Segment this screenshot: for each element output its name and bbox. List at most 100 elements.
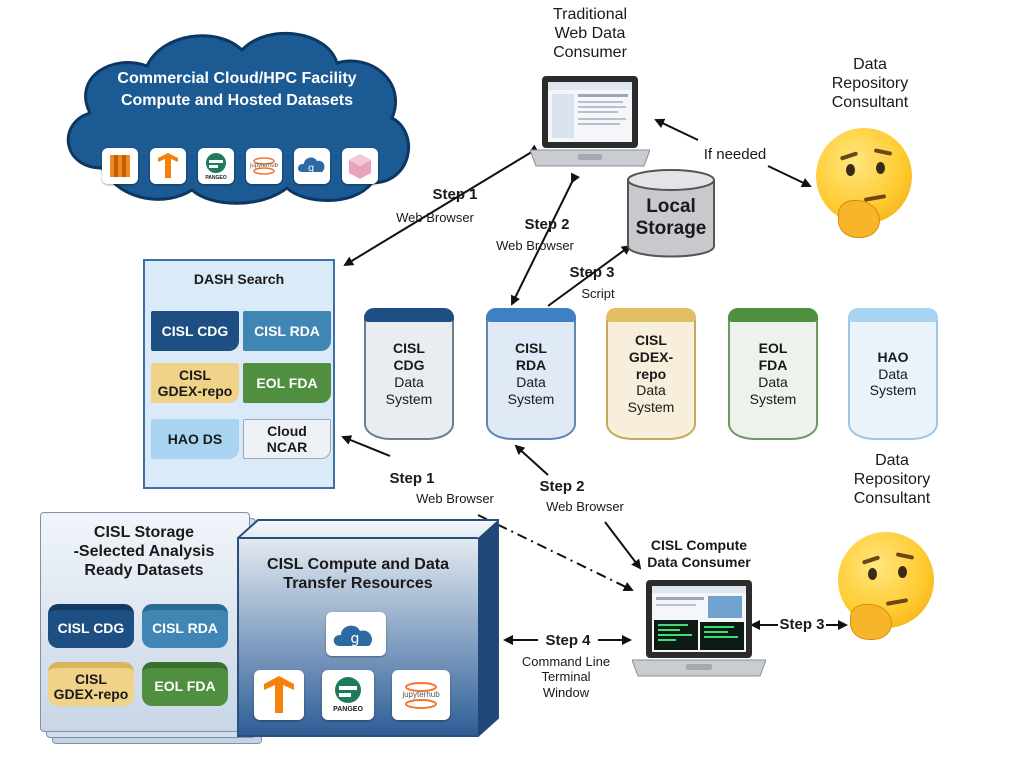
rda-line1: CISL <box>515 340 547 357</box>
dash-item-cloud-ncar[interactable]: Cloud NCAR <box>243 419 331 459</box>
jupyterhub-tile-icon: jupyterhub <box>246 148 282 184</box>
dash-item-cisl-rda[interactable]: CISL RDA <box>243 311 331 351</box>
hao-ds-line1: HAO <box>877 348 909 365</box>
step2-top-label: Step 2 <box>524 216 570 233</box>
storage-gdex: CISL GDEX-repo <box>48 662 134 706</box>
step2-top-sub: Web Browser <box>496 238 574 253</box>
local-storage: Local Storage <box>626 168 716 260</box>
cdg-line4: System <box>385 390 433 407</box>
rda-line4: System <box>507 390 555 407</box>
storage-eol-label: EOL FDA <box>154 678 216 695</box>
eol-ds-line4: System <box>749 390 797 407</box>
arrow-if-needed-left <box>654 118 699 141</box>
gdex-ds-line4: Data <box>636 382 666 399</box>
cloud-title-line2: Compute and Hosted Datasets <box>120 92 354 110</box>
compute-title: CISL Compute and Data Transfer Resources <box>240 556 476 594</box>
storage-cdg-label: CISL CDG <box>57 620 125 637</box>
compute-consumer-laptop <box>631 578 767 692</box>
thinking-face-icon-bottom <box>838 532 938 642</box>
gdex-ds-line2: GDEX- <box>628 348 674 365</box>
pangeo-icon: PANGEO <box>322 670 374 720</box>
svg-text:g: g <box>308 163 314 174</box>
dash-item-cisl-rda-label: CISL RDA <box>254 322 320 339</box>
storage-title-line1: CISL Storage <box>93 524 195 541</box>
gdex-ds-line1: CISL <box>635 332 667 348</box>
step3-top-sub: Script <box>581 286 615 301</box>
laptop-icon <box>529 76 651 167</box>
step4-line2: Terminal <box>541 669 591 685</box>
step2-mid-label: Step 2 <box>539 478 585 495</box>
rda-line2: RDA <box>515 357 547 374</box>
web-consumer-label: Traditional Web Data Consumer <box>535 6 645 63</box>
step4-line1: Command Line <box>521 654 611 669</box>
consultant-top-line1: Data <box>853 56 887 73</box>
pangeo-tile-icon: PANGEO <box>198 148 234 184</box>
storage-gdex-line1: CISL <box>75 670 107 687</box>
arrow-if-needed-right <box>767 165 812 188</box>
dash-item-hao-ds[interactable]: HAO DS <box>151 419 239 459</box>
pangeo-tile-label: PANGEO <box>205 175 227 181</box>
jupyterhub-label: jupyterhub <box>402 690 440 699</box>
step1-mid-sub: Web Browser <box>416 491 494 506</box>
step1-top-label: Step 1 <box>432 186 478 203</box>
cdg-line3: Data <box>394 374 424 390</box>
data-system-cisl-rda: CISL RDA Data System <box>486 308 576 440</box>
consultant-bottom-line1: Data <box>875 452 909 469</box>
local-storage-line1: Local <box>646 196 696 217</box>
consultant-bottom-label: Data Repository Consultant <box>840 452 944 509</box>
cdg-line1: CISL <box>393 340 425 357</box>
rda-line3: Data <box>516 374 546 390</box>
web-consumer-line3: Consumer <box>553 43 627 61</box>
eol-ds-line1: EOL <box>758 340 788 357</box>
step4-sub: Command Line Terminal Window <box>506 654 626 700</box>
if-needed-label: If needed <box>703 146 767 163</box>
step1-top-sub: Web Browser <box>396 210 474 225</box>
arrow-step2-mid-top <box>514 444 549 476</box>
storage-gdex-line2: GDEX-repo <box>53 686 129 702</box>
jupyterhub-tile-label: jupyterhub <box>249 163 279 169</box>
commercial-cloud: Commercial Cloud/HPC Facility Compute an… <box>52 18 422 208</box>
web-consumer-line1: Traditional <box>552 6 628 23</box>
globus-tile-icon: g <box>294 148 330 184</box>
database-cylinder-icon <box>627 169 715 258</box>
consultant-bottom-line2: Repository <box>853 470 931 488</box>
cdg-line2: CDG <box>393 357 425 374</box>
tensorflow-tile-icon <box>150 148 186 184</box>
step4-label: Step 4 <box>545 632 591 649</box>
dash-item-gdex-line2: GDEX-repo <box>157 383 233 399</box>
consultant-top-line2: Repository <box>831 74 909 92</box>
consultant-top-label: Data Repository Consultant <box>815 56 925 113</box>
dash-item-gdex[interactable]: CISL GDEX-repo <box>151 363 239 403</box>
consultant-top-line3: Consultant <box>831 93 909 111</box>
data-system-hao: HAO Data System <box>848 308 938 440</box>
web-consumer-laptop <box>529 74 651 184</box>
arrow-step1-mid-start <box>341 435 391 457</box>
eol-ds-line3: Data <box>758 374 788 390</box>
thinking-face-icon-top <box>816 128 916 238</box>
dash-item-cloud-ncar-line1: Cloud <box>267 422 307 439</box>
hao-ds-line3: System <box>869 382 917 399</box>
hao-ds-line2: Data <box>878 365 908 382</box>
jupyterhub-icon: jupyterhub <box>392 670 450 720</box>
dash-item-cisl-cdg[interactable]: CISL CDG <box>151 311 239 351</box>
aws-tile-icon <box>102 148 138 184</box>
storage-cisl-rda: CISL RDA <box>142 604 228 648</box>
local-storage-line2: Storage <box>635 218 707 240</box>
data-system-cisl-cdg: CISL CDG Data System <box>364 308 454 440</box>
cube-tile-icon <box>342 148 378 184</box>
dash-item-eol-fda-label: EOL FDA <box>256 374 318 391</box>
dash-item-eol-fda[interactable]: EOL FDA <box>243 363 331 403</box>
compute-consumer-label: CISL Compute Data Consumer <box>632 537 766 570</box>
storage-rda-label: CISL RDA <box>152 620 218 637</box>
storage-cisl-cdg: CISL CDG <box>48 604 134 648</box>
dash-search-panel: DASH Search CISL CDG CISL RDA CISL GDEX-… <box>143 259 335 489</box>
step3-top-label: Step 3 <box>569 264 615 281</box>
compute-consumer-line1: CISL Compute <box>650 537 748 553</box>
dash-item-cisl-cdg-label: CISL CDG <box>161 322 229 339</box>
gdex-ds-line5: System <box>627 399 675 416</box>
storage-title: CISL Storage -Selected Analysis Ready Da… <box>40 524 248 581</box>
cisl-storage-stack: CISL Storage -Selected Analysis Ready Da… <box>40 512 262 744</box>
dash-item-cloud-ncar-line2: NCAR <box>266 439 308 455</box>
dash-item-hao-ds-label: HAO DS <box>167 430 223 447</box>
data-system-gdex: CISL GDEX- repo Data System <box>606 308 696 440</box>
